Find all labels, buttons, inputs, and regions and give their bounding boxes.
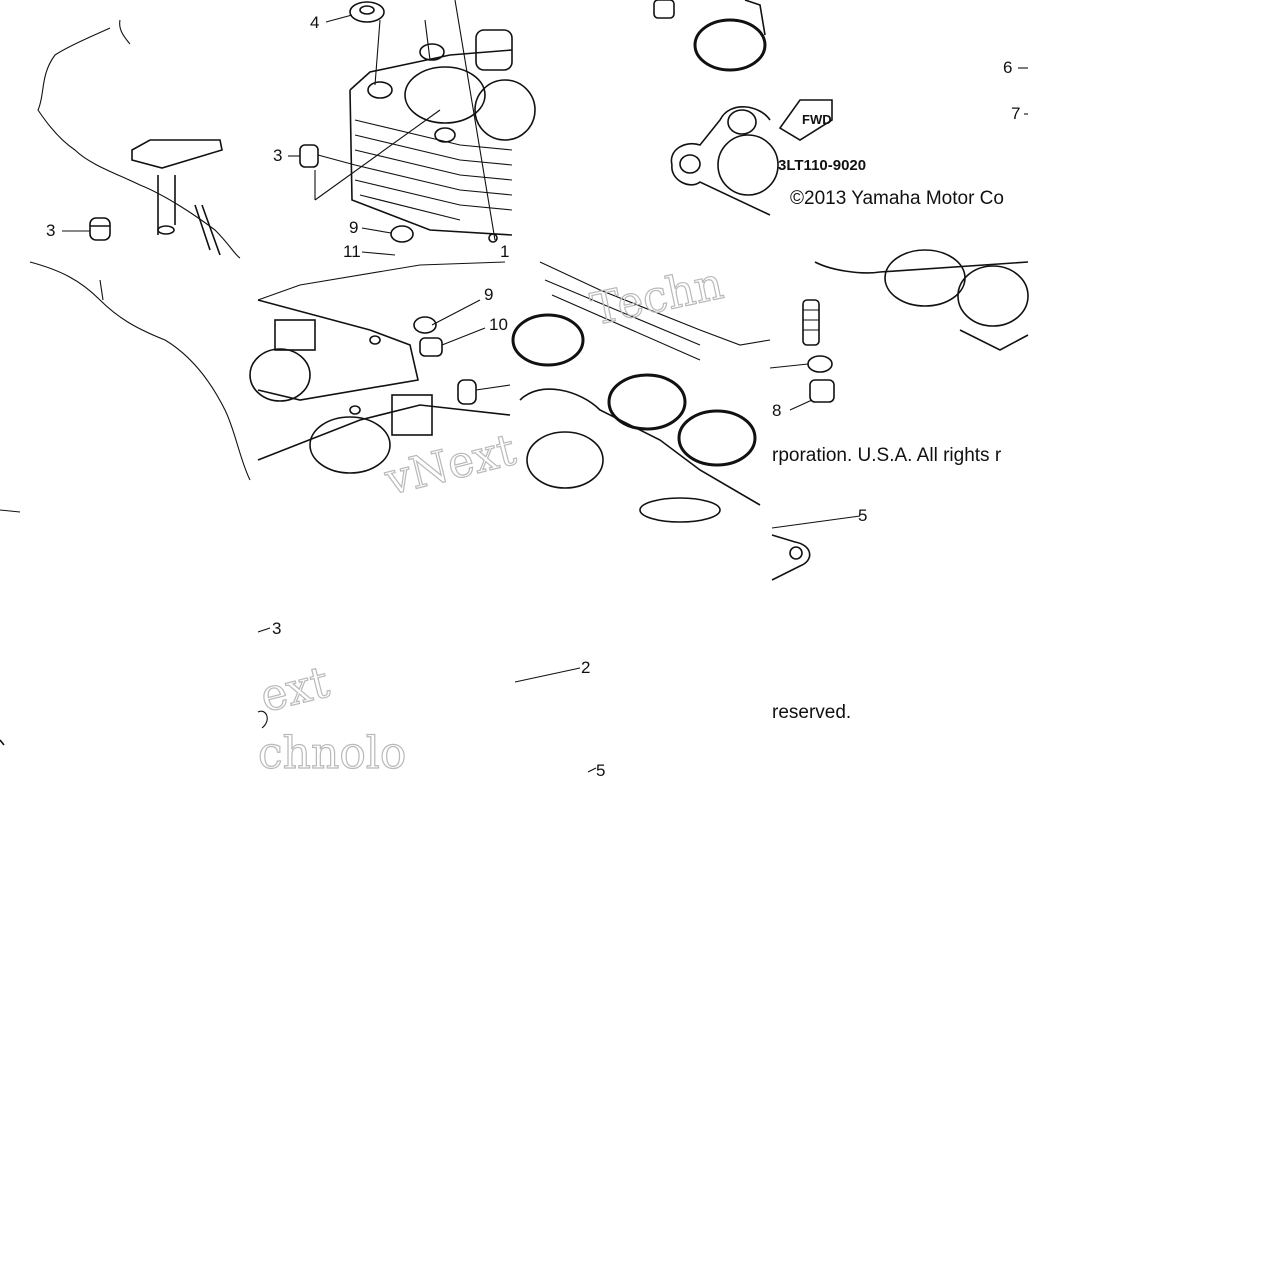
part-number: 3LT110-9020 xyxy=(778,157,866,174)
tile-mask xyxy=(0,0,20,20)
crankcase-lower-tile xyxy=(0,261,251,513)
callout-2: 2 xyxy=(581,658,590,677)
callout-7: 7 xyxy=(1011,104,1020,123)
callout-1: 1 xyxy=(500,242,509,261)
callout-9-upper: 9 xyxy=(349,218,358,237)
watermark-ext: ext xyxy=(255,657,334,723)
callout-3-upper: 3 xyxy=(273,146,282,165)
callout-3-left: 3 xyxy=(46,221,55,240)
head-gasket-tile: FWD xyxy=(653,0,833,216)
callout-6: 6 xyxy=(1003,58,1012,77)
copyright-tile: 6 7 3LT110-9020 ©2013 Yamaha Motor Co xyxy=(778,58,1028,209)
copyright-line-2: rporation. U.S.A. All rights r xyxy=(772,445,1002,466)
watermark-vnext: vNext xyxy=(379,424,521,506)
copyright-line-1: ©2013 Yamaha Motor Co xyxy=(790,188,1004,209)
fwd-arrow-icon: FWD xyxy=(778,99,833,141)
callout-5-right: 5 xyxy=(858,506,867,525)
callout-8: 8 xyxy=(772,401,781,420)
cylinder-block-tile xyxy=(299,0,536,243)
watermark-chnolo: chnolo xyxy=(258,728,406,779)
copyright-line-3: reserved. xyxy=(772,702,851,723)
callout-9-lower: 9 xyxy=(484,285,493,304)
crankcase-sketch-tile xyxy=(37,19,241,259)
fwd-label: FWD xyxy=(802,112,832,127)
callout-5: 5 xyxy=(596,761,605,780)
callout-3-lower: 3 xyxy=(272,619,281,638)
crankcase-top-tile: 9 10 vNext xyxy=(249,261,522,507)
watermark-techn: Techn xyxy=(587,258,728,336)
callout-group-upper: 4 3 3 9 11 1 xyxy=(46,13,509,261)
stud-gasket-tile: 8 rporation. U.S.A. All rights r xyxy=(769,249,1029,466)
callout-11: 11 xyxy=(343,242,361,261)
callout-10: 10 xyxy=(489,315,508,334)
callout-4: 4 xyxy=(310,13,319,32)
base-gasket-tile: Techn xyxy=(511,258,771,523)
